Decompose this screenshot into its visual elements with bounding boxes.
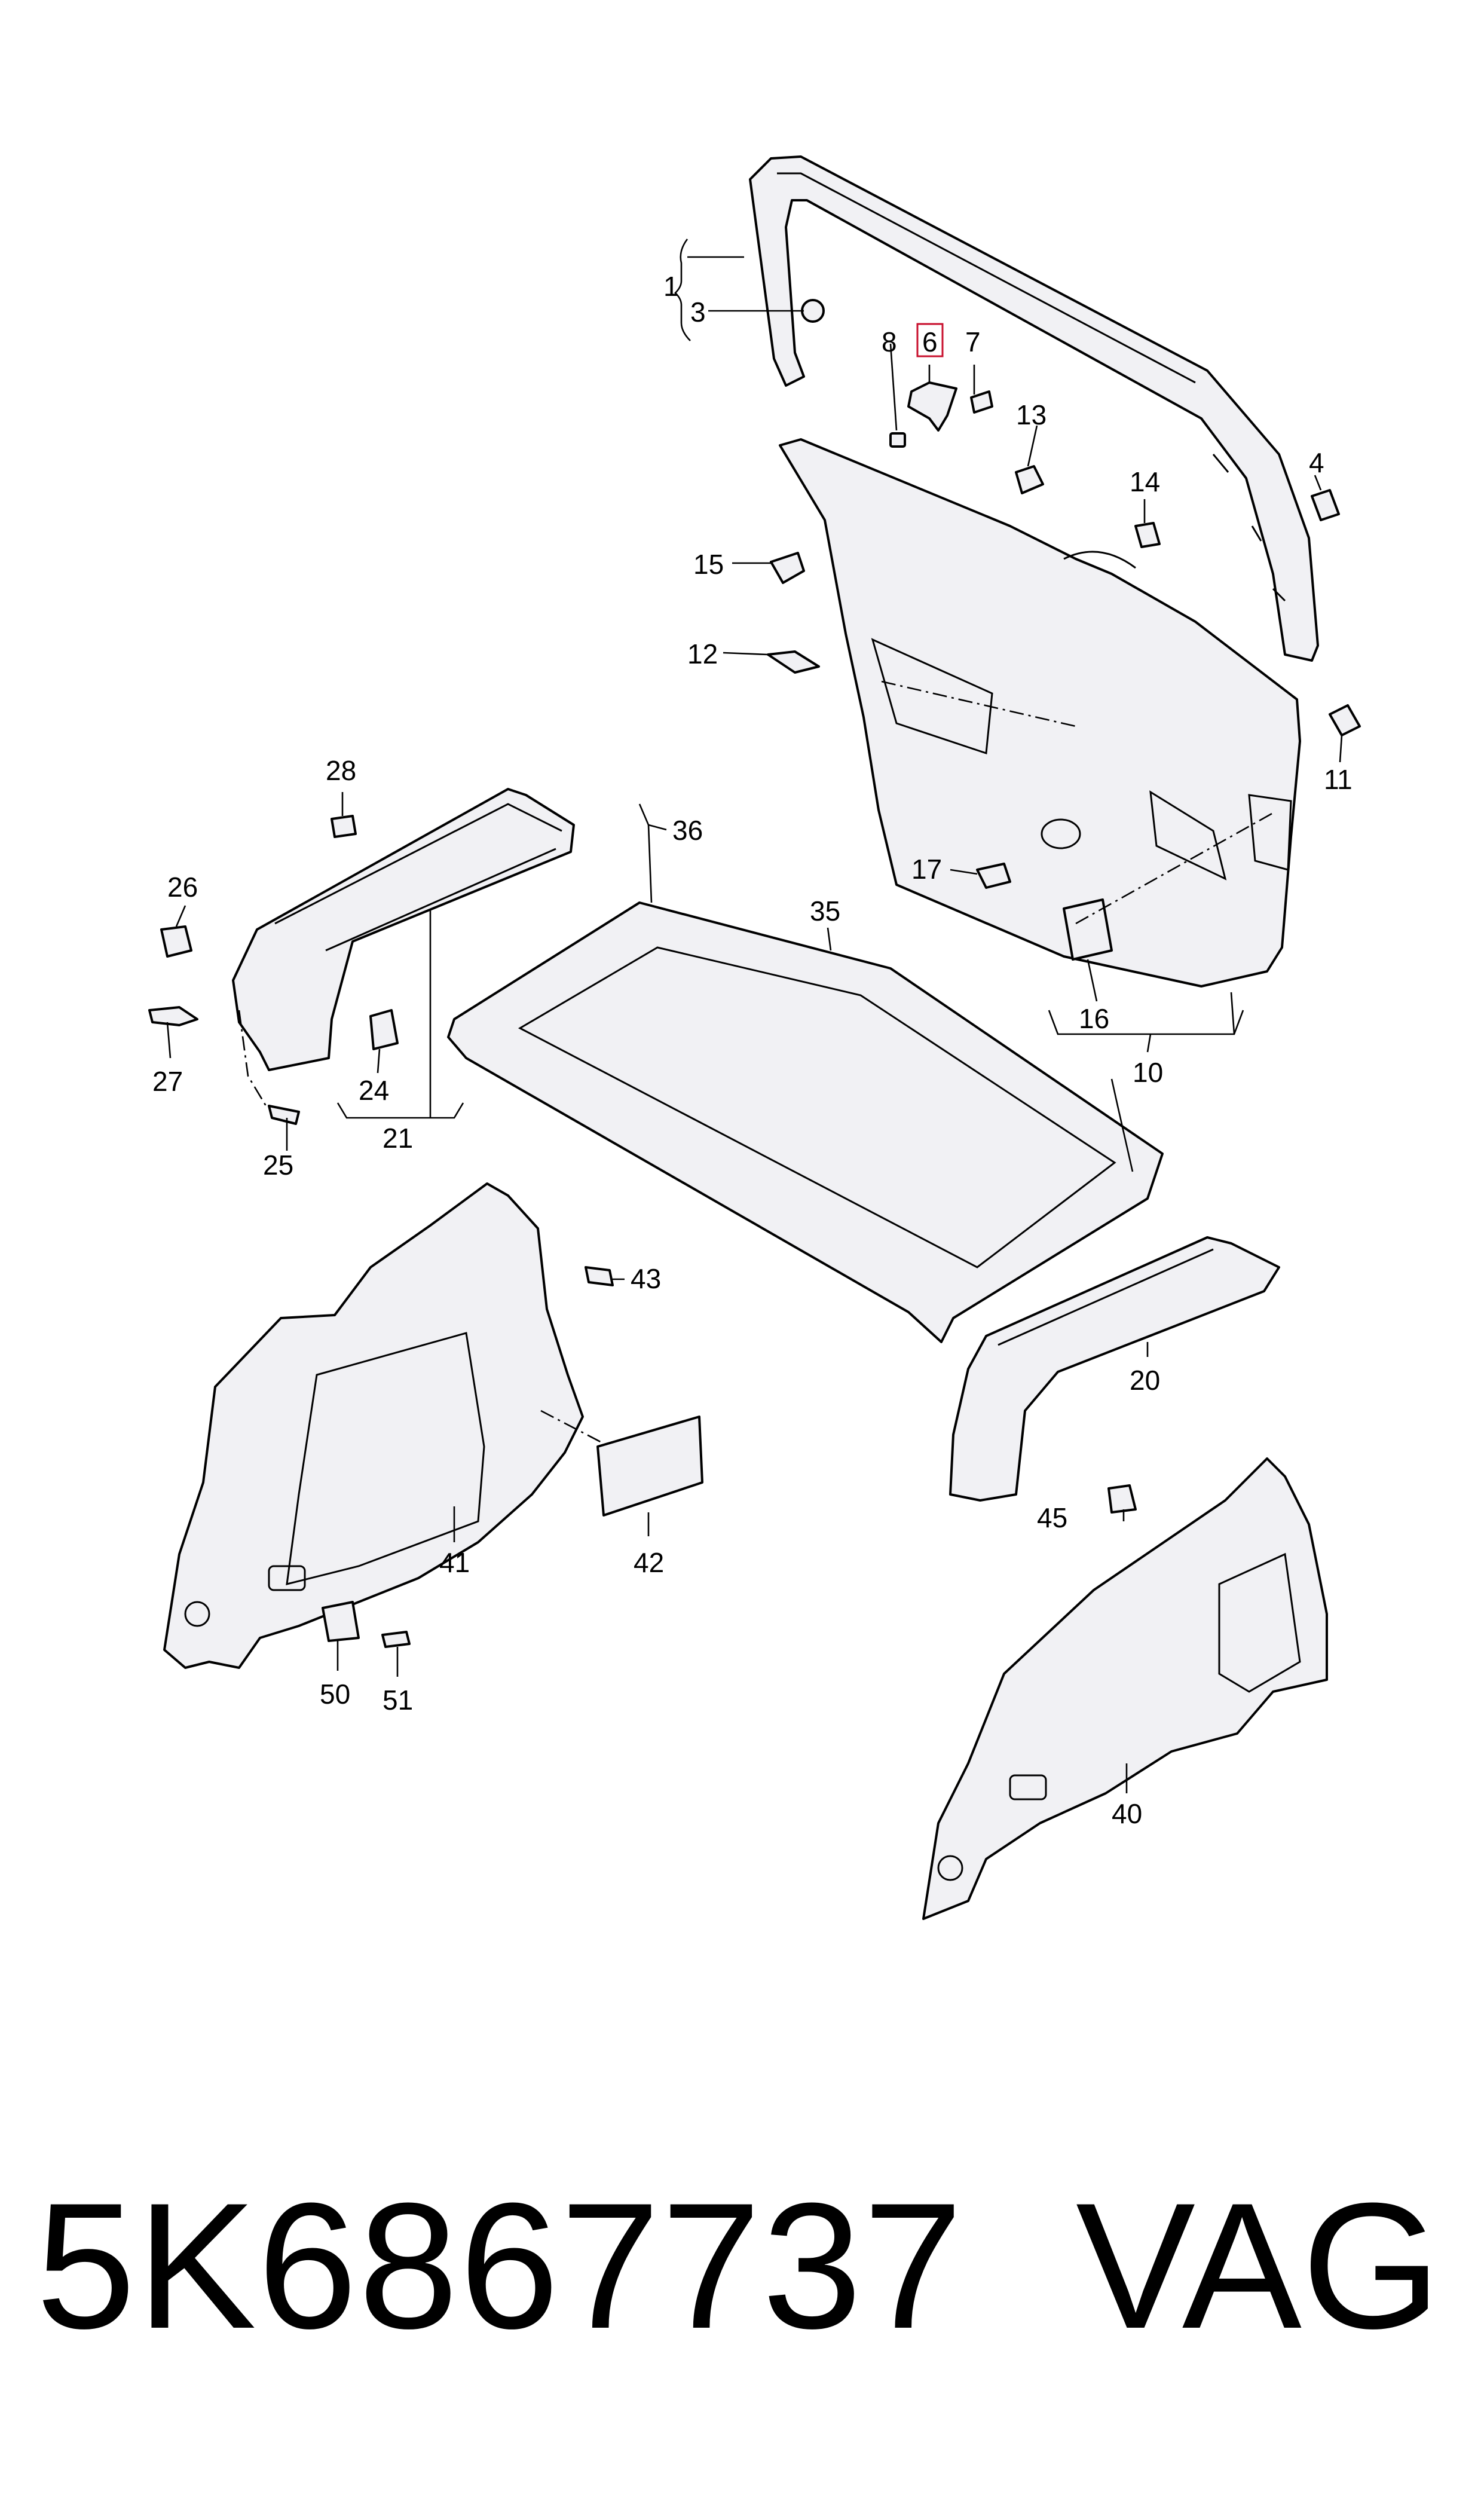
callout-40: 40 — [1112, 1798, 1142, 1829]
brand-label: VAG — [1076, 2165, 1442, 2366]
exploded-parts-diagram: 1 3 6 7 8 4 13 14 15 12 11 28 36 26 35 1… — [148, 155, 1361, 1920]
callout-26: 26 — [167, 872, 198, 903]
callout-24: 24 — [359, 1075, 389, 1106]
callout-25: 25 — [263, 1150, 293, 1181]
handle-6 — [907, 381, 957, 432]
screw-12 — [767, 650, 820, 674]
callout-41: 41 — [439, 1547, 470, 1578]
callout-50: 50 — [320, 1679, 350, 1710]
bracket-15 — [770, 552, 805, 584]
bolt-27 — [148, 1006, 198, 1026]
callout-1: 1 — [663, 271, 679, 302]
callout-15: 15 — [693, 549, 724, 580]
screw-51 — [381, 1631, 411, 1648]
tailgate-trim-panel — [779, 438, 1301, 988]
callout-43: 43 — [631, 1263, 661, 1294]
callout-27: 27 — [152, 1066, 183, 1097]
callout-10: 10 — [1133, 1057, 1163, 1088]
clip-8 — [889, 432, 906, 448]
cap-17 — [976, 863, 1011, 889]
small-components — [148, 299, 1361, 1648]
cover-16 — [1063, 898, 1113, 961]
clip-14 — [1134, 522, 1161, 548]
callout-8: 8 — [882, 326, 897, 357]
callout-4: 4 — [1309, 447, 1324, 478]
callout-highlight-box — [916, 323, 944, 357]
callout-51: 51 — [383, 1685, 413, 1716]
callout-28: 28 — [326, 755, 356, 786]
right-quarter-trim — [922, 1457, 1328, 1920]
footer: 5K6867737 VAG — [0, 2128, 1484, 2516]
clip-28 — [331, 815, 357, 838]
screw-7 — [970, 390, 993, 414]
callout-12: 12 — [687, 638, 718, 669]
grommet-3 — [801, 299, 825, 323]
callout-11: 11 — [1324, 764, 1353, 795]
callout-7: 7 — [965, 326, 981, 357]
right-upper-pillar-trim — [949, 1236, 1280, 1502]
clip-45 — [1107, 1484, 1137, 1514]
clip-13 — [1015, 465, 1044, 494]
clip-26 — [160, 925, 192, 958]
part-number: 5K6867737 — [36, 2165, 964, 2366]
screw-25 — [268, 1105, 300, 1125]
tailgate-frame-trim — [749, 155, 1319, 662]
screw-43 — [585, 1266, 614, 1286]
callout-14: 14 — [1130, 466, 1160, 497]
hook-50 — [322, 1601, 360, 1642]
callout-16: 16 — [1079, 1003, 1109, 1034]
callout-3: 3 — [690, 296, 706, 328]
leader-lines — [166, 239, 1343, 1793]
callout-20: 20 — [1130, 1365, 1160, 1396]
left-quarter-trim — [163, 1182, 610, 1669]
callout-labels: 1 3 6 7 8 4 13 14 15 12 11 28 36 26 35 1… — [152, 271, 1353, 1829]
callout-45: 45 — [1037, 1502, 1067, 1533]
callout-21: 21 — [383, 1123, 413, 1154]
callout-35: 35 — [810, 895, 840, 927]
clip-24 — [369, 1009, 399, 1050]
callout-13: 13 — [1016, 399, 1047, 430]
callout-6: 6 — [922, 326, 938, 357]
cover-42 — [596, 1416, 703, 1517]
callout-42: 42 — [634, 1547, 664, 1578]
callout-36: 36 — [672, 815, 703, 846]
callout-17: 17 — [911, 854, 942, 885]
clip-4 — [1311, 489, 1340, 521]
clip-11 — [1329, 704, 1361, 736]
left-upper-pillar-trim — [232, 788, 575, 1071]
